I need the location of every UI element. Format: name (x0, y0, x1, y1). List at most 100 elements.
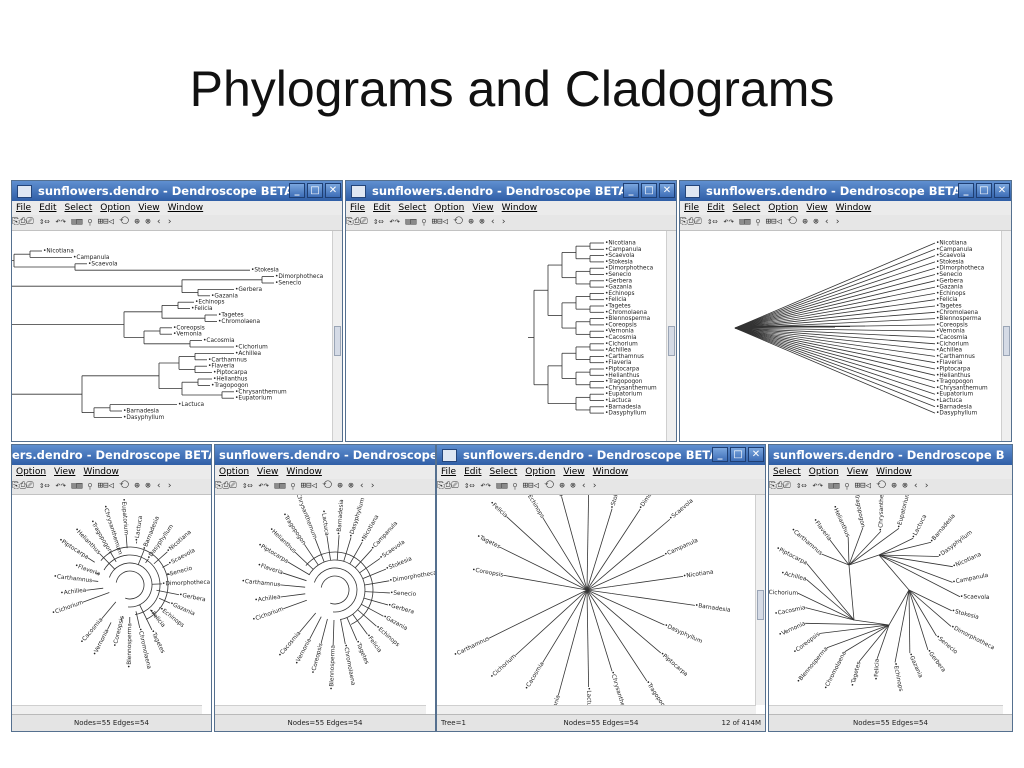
horizontal-scrollbar[interactable] (769, 705, 1003, 715)
menu-option[interactable]: Option (768, 203, 799, 213)
menu-view[interactable]: View (138, 203, 160, 213)
menu-window[interactable]: Window (501, 203, 538, 213)
taxon-label: •Nicotiana (605, 241, 636, 247)
tree-canvas[interactable]: •Nicotiana•Campanula•Scaevola•Stokesia•D… (346, 231, 676, 441)
menu-option[interactable]: Option (525, 467, 556, 477)
menu-option[interactable]: Option (16, 467, 47, 477)
window-titlebar[interactable]: ers.dendro - Dendroscope BETA (12, 445, 211, 465)
taxon-label: •Chromolaena (823, 650, 848, 691)
menu-select[interactable]: Select (64, 203, 93, 213)
menu-select[interactable]: Select (398, 203, 427, 213)
maximize-button[interactable]: □ (307, 183, 323, 198)
scroll-thumb[interactable] (668, 325, 675, 356)
toolbar[interactable]: ⎘⎙⎚ ⇕⇔ ↶↷ ▤▥ ⚲ ⊞⊟◁ ⟲ ⊕ ⊗ ‹ › (769, 479, 1012, 495)
taxon-label: •Stokesia (951, 608, 980, 621)
window-titlebar[interactable]: sunflowers.dendro - Dendroscope BETA _ □… (680, 181, 1011, 201)
dendroscope-window-phylogram[interactable]: sunflowers.dendro - Dendroscope BETA _ □… (11, 180, 343, 442)
menu-view[interactable]: View (806, 203, 828, 213)
menu-select[interactable]: Select (489, 467, 518, 477)
tree-canvas[interactable]: •Carthamnus•Flaveria•Helianthus•Tragopog… (769, 495, 1012, 705)
menu-view[interactable]: View (846, 467, 869, 477)
minimize-button[interactable]: _ (289, 183, 305, 198)
menu-option[interactable]: Option (434, 203, 465, 213)
vertical-scrollbar[interactable] (755, 495, 765, 705)
dendroscope-window-cladogram[interactable]: sunflowers.dendro - Dendroscope BETA _ □… (345, 180, 677, 442)
taxon-label: •Campanula (605, 247, 642, 253)
horizontal-scrollbar[interactable] (437, 705, 756, 715)
menu-option[interactable]: Option (100, 203, 131, 213)
status-bar: Nodes=55 Edges=54 (12, 714, 211, 731)
window-titlebar[interactable]: sunflowers.dendro - Dendroscope BETA _ □… (437, 445, 765, 465)
horizontal-scrollbar[interactable] (12, 705, 202, 715)
menu-option[interactable]: Option (808, 467, 839, 477)
menu-window[interactable]: Window (592, 467, 629, 477)
maximize-button[interactable]: □ (976, 183, 992, 198)
menu-view[interactable]: View (54, 467, 76, 477)
tree-canvas[interactable]: •Cichorium•Achillea•Carthamnus•Flaveria•… (215, 495, 435, 705)
minimize-button[interactable]: _ (958, 183, 974, 198)
taxon-label: •Gerbera (178, 592, 206, 603)
toolbar[interactable]: ⎘⎙⎚ ⇕⇔ ↶↷ ▤▥ ⚲ ⊞⊟◁ ⟲ ⊕ ⊗ ‹ › (12, 215, 342, 231)
dendroscope-window-circular-cladogram[interactable]: sunflowers.dendro - Dendroscope Option Vi… (214, 444, 436, 732)
toolbar[interactable]: ⎘⎙⎚ ⇕⇔ ↶↷ ▤▥ ⚲ ⊞⊟◁ ⟲ ⊕ ⊗ ‹ › (437, 479, 765, 495)
dendroscope-window-circular-phylogram[interactable]: ers.dendro - Dendroscope BETA Option View… (11, 444, 212, 732)
menu-select[interactable]: Select (773, 467, 801, 477)
menu-file[interactable]: File (16, 203, 32, 213)
menu-edit[interactable]: Edit (707, 203, 725, 213)
close-button[interactable]: ✕ (748, 447, 764, 462)
window-titlebar[interactable]: sunflowers.dendro - Dendroscope BETA _ □… (346, 181, 676, 201)
taxon-label: •Chromolaena (218, 319, 261, 325)
menu-window[interactable]: Window (167, 203, 204, 213)
dendroscope-window-slanted[interactable]: sunflowers.dendro - Dendroscope BETA _ □… (679, 180, 1012, 442)
window-titlebar[interactable]: sunflowers.dendro - Dendroscope BETA _ □… (12, 181, 342, 201)
taxon-label: •Helianthus (213, 377, 247, 383)
menu-option[interactable]: Option (219, 467, 250, 477)
window-title: ers.dendro - Dendroscope BETA (12, 448, 211, 462)
toolbar[interactable]: ⎘⎙⎚ ⇕⇔ ↶↷ ▤▥ ⚲ ⊞⊟◁ ⟲ ⊕ ⊗ ‹ › (12, 479, 211, 495)
tree-edge (848, 564, 855, 621)
menu-view[interactable]: View (257, 467, 279, 477)
maximize-button[interactable]: □ (730, 447, 746, 462)
minimize-button[interactable]: _ (712, 447, 728, 462)
toolbar[interactable]: ⎘⎙⎚ ⇕⇔ ↶↷ ▤▥ ⚲ ⊞⊟◁ ⟲ ⊕ ⊗ ‹ › (680, 215, 1011, 231)
maximize-button[interactable]: □ (641, 183, 657, 198)
window-titlebar[interactable]: sunflowers.dendro - Dendroscope B (769, 445, 1012, 465)
menu-edit[interactable]: Edit (464, 467, 482, 477)
menu-window[interactable]: Window (835, 203, 872, 213)
minimize-button[interactable]: _ (623, 183, 639, 198)
taxon-label: •Piptocarpa (936, 367, 971, 373)
horizontal-scrollbar[interactable] (215, 705, 426, 715)
menu-file[interactable]: File (684, 203, 700, 213)
close-button[interactable]: ✕ (659, 183, 675, 198)
close-button[interactable]: ✕ (994, 183, 1010, 198)
tree-canvas[interactable]: •Nicotiana•Campanula•Scaevola•Stokesia•D… (12, 231, 342, 441)
menu-file[interactable]: File (350, 203, 366, 213)
menu-edit[interactable]: Edit (39, 203, 57, 213)
vertical-scrollbar[interactable] (1001, 231, 1011, 441)
toolbar[interactable]: ⎘⎙⎚ ⇕⇔ ↶↷ ▤▥ ⚲ ⊞⊟◁ ⟲ ⊕ ⊗ ‹ › (346, 215, 676, 231)
menu-window[interactable]: Window (83, 467, 119, 477)
dendroscope-window-radial-phylogram[interactable]: sunflowers.dendro - Dendroscope BETA _ □… (436, 444, 766, 732)
scroll-thumb[interactable] (757, 589, 764, 620)
tree-edge (343, 537, 352, 562)
close-button[interactable]: ✕ (325, 183, 341, 198)
toolbar[interactable]: ⎘⎙⎚ ⇕⇔ ↶↷ ▤▥ ⚲ ⊞⊟◁ ⟲ ⊕ ⊗ ‹ › (215, 479, 435, 495)
menu-file[interactable]: File (441, 467, 457, 477)
menu-window[interactable]: Window (286, 467, 322, 477)
menu-view[interactable]: View (563, 467, 585, 477)
tree-canvas[interactable]: •Cichorium•Achillea•Carthamnus•Flaveria•… (12, 495, 211, 705)
menu-window[interactable]: Window (876, 467, 912, 477)
vertical-scrollbar[interactable] (332, 231, 342, 441)
window-titlebar[interactable]: sunflowers.dendro - Dendroscope (215, 445, 435, 465)
tree-edge (364, 580, 390, 586)
menu-select[interactable]: Select (732, 203, 761, 213)
tree-canvas[interactable]: •Coreopsis•Tagetes•Felicia•Echinops•Gaza… (437, 495, 756, 707)
menu-edit[interactable]: Edit (373, 203, 391, 213)
menu-view[interactable]: View (472, 203, 494, 213)
dendroscope-window-unrooted[interactable]: sunflowers.dendro - Dendroscope B Select… (768, 444, 1013, 732)
scroll-thumb[interactable] (334, 325, 341, 356)
scroll-thumb[interactable] (1003, 325, 1010, 356)
tree-canvas[interactable]: •Nicotiana•Campanula•Scaevola•Stokesia•D… (680, 231, 1011, 441)
tree-edge (878, 554, 961, 598)
vertical-scrollbar[interactable] (666, 231, 676, 441)
